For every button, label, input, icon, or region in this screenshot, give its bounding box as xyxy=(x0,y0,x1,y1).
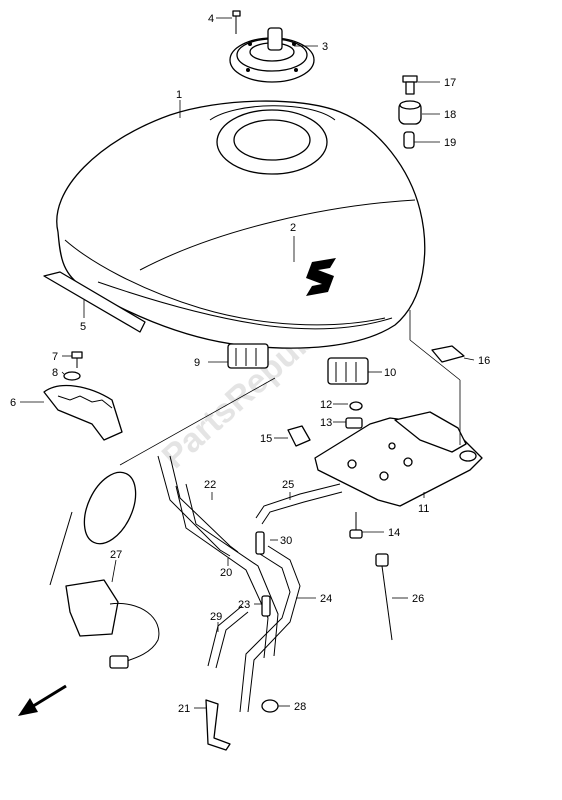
callout-30: 30 xyxy=(280,535,292,547)
callout-25: 25 xyxy=(282,479,294,491)
callout-28: 28 xyxy=(294,701,306,713)
fittings xyxy=(205,531,279,751)
callout-14: 14 xyxy=(388,527,400,539)
callout-1: 1 xyxy=(176,89,182,101)
callout-8: 8 xyxy=(52,367,58,379)
callout-16: 16 xyxy=(478,355,490,367)
callout-26: 26 xyxy=(412,593,424,605)
screw-7 xyxy=(71,351,83,368)
callout-15: 15 xyxy=(260,433,272,445)
callout-11: 11 xyxy=(418,503,429,515)
callout-labels: 1 2 3 4 5 6 7 8 9 10 11 12 13 14 15 16 1… xyxy=(10,13,490,715)
fuel-pump-27 xyxy=(49,471,160,669)
damper-9 xyxy=(227,343,269,369)
callout-10: 10 xyxy=(384,367,396,379)
pad-16 xyxy=(431,345,465,363)
callout-23: 23 xyxy=(238,599,250,611)
callout-29: 29 xyxy=(210,611,222,623)
cap-screw xyxy=(232,10,241,34)
pad-15 xyxy=(287,425,311,447)
callout-17: 17 xyxy=(444,77,456,89)
bolt-14 xyxy=(349,512,363,539)
callout-20: 20 xyxy=(220,567,232,579)
callout-7: 7 xyxy=(52,351,58,363)
band-26 xyxy=(375,553,393,641)
tray-11 xyxy=(314,411,483,507)
callout-9: 9 xyxy=(194,357,200,369)
callout-27: 27 xyxy=(110,549,122,561)
callout-3: 3 xyxy=(322,41,328,53)
washer-8 xyxy=(63,371,81,381)
bracket-6 xyxy=(43,384,123,441)
callout-22: 22 xyxy=(204,479,216,491)
callout-12: 12 xyxy=(320,399,332,411)
fasteners-12-13 xyxy=(345,401,363,429)
side-strip xyxy=(43,271,146,333)
callout-24: 24 xyxy=(320,593,332,605)
fuel-cap xyxy=(229,27,315,83)
hoses xyxy=(157,455,343,713)
callout-19: 19 xyxy=(444,137,456,149)
callout-2: 2 xyxy=(290,222,296,234)
callout-21: 21 xyxy=(178,703,190,715)
callout-6: 6 xyxy=(10,397,16,409)
front-direction-arrow-icon xyxy=(18,684,67,716)
callout-5: 5 xyxy=(80,321,86,333)
bolt-17 xyxy=(402,75,418,95)
damper-10 xyxy=(327,357,369,385)
cushion-18 xyxy=(398,100,422,125)
callout-4: 4 xyxy=(208,13,214,25)
callout-18: 18 xyxy=(444,109,456,121)
fuel-tank xyxy=(56,100,426,349)
collar-19 xyxy=(403,131,415,149)
callout-13: 13 xyxy=(320,417,332,429)
leader-lines xyxy=(20,17,475,709)
